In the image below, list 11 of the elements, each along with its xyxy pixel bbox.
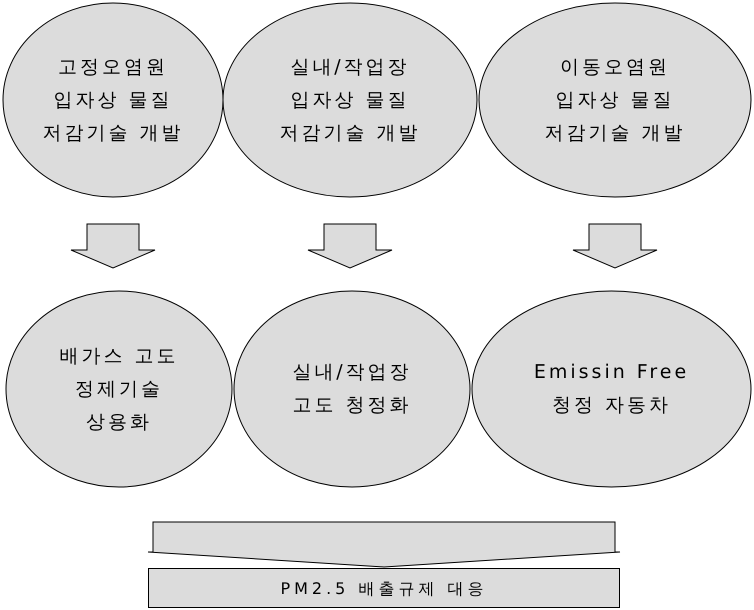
ellipse-node: 고정오염원 입자상 물질 저감기술 개발 <box>2 2 224 198</box>
result-box: PM2.5 배출규제 대응 <box>148 568 620 608</box>
block-arrow <box>572 224 658 269</box>
block-arrow <box>70 224 156 269</box>
ellipse-node: 실내/작업장 고도 청정화 <box>233 290 471 488</box>
block-arrow <box>148 522 620 568</box>
ellipse-node: 실내/작업장 입자상 물질 저감기술 개발 <box>222 2 478 198</box>
ellipse-node: Emissin Free 청정 자동차 <box>471 290 752 488</box>
block-arrow <box>308 224 392 269</box>
ellipse-node: 배가스 고도 정제기술 상용화 <box>5 290 233 488</box>
ellipse-node: 이동오염원 입자상 물질 저감기술 개발 <box>478 2 752 198</box>
